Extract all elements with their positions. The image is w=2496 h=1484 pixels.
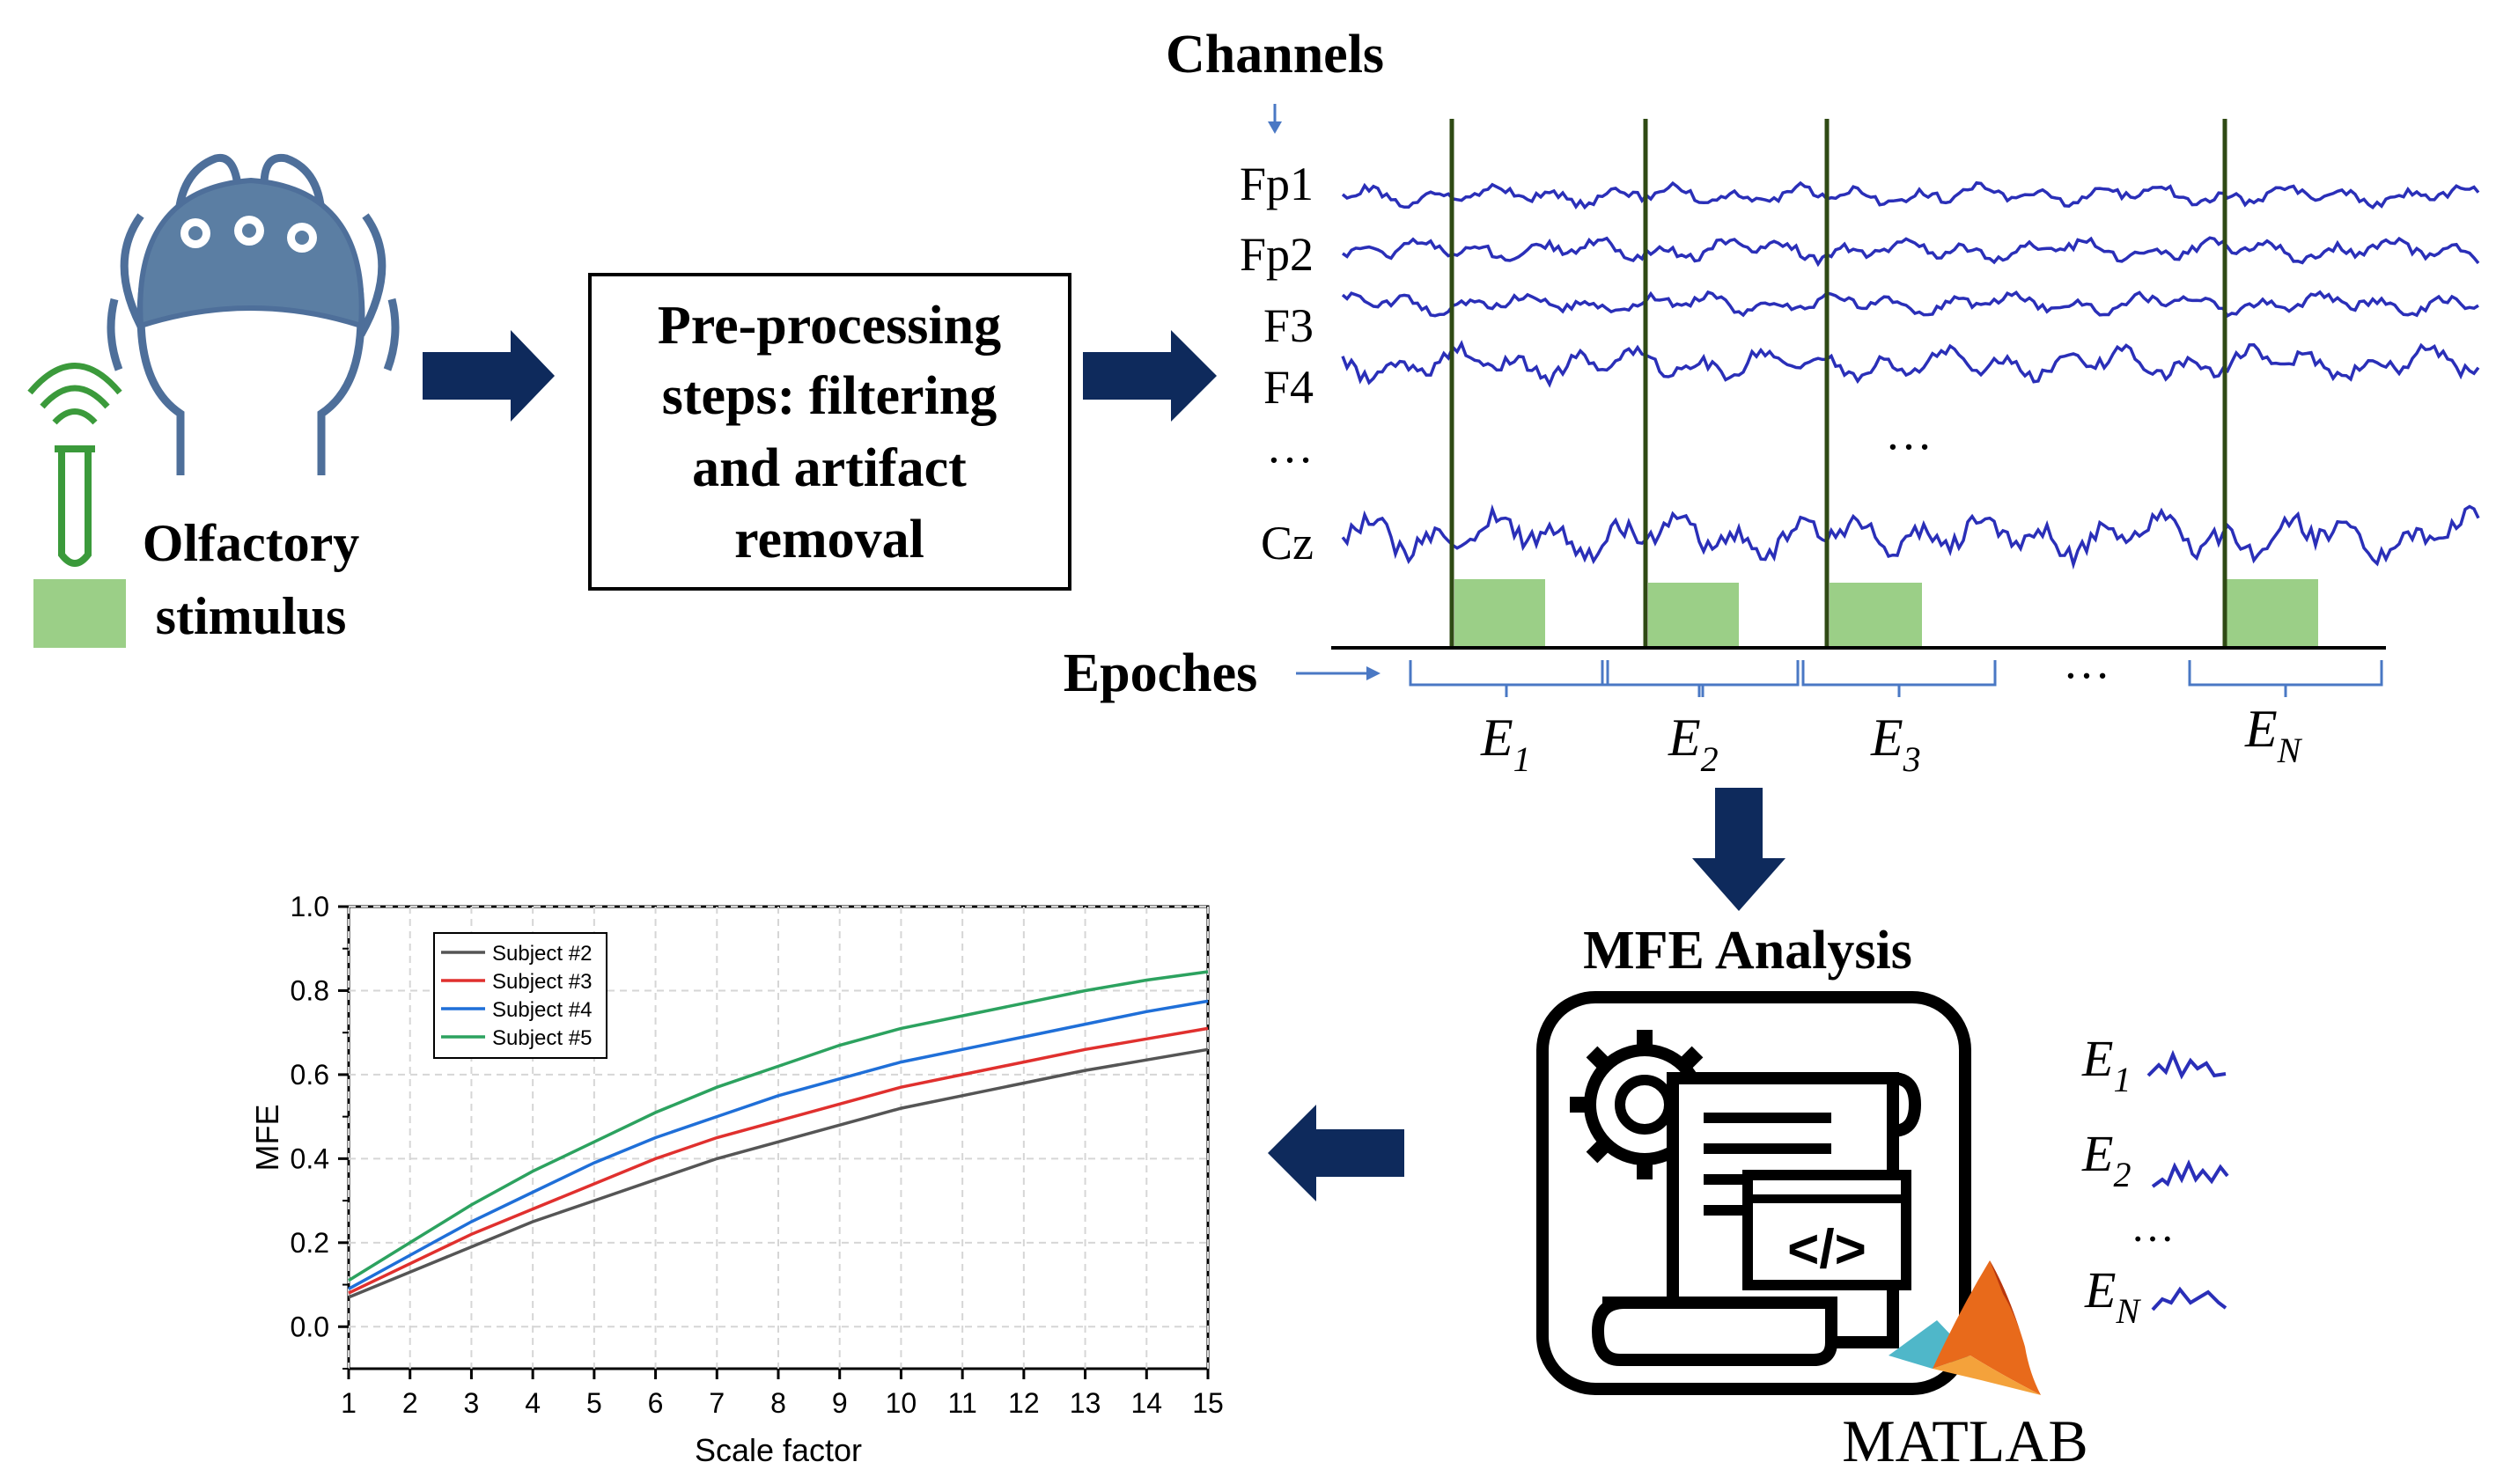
x-tick-label: 6 <box>648 1387 664 1419</box>
arrow-right-icon <box>423 330 555 422</box>
stimulus-block <box>1830 583 1922 648</box>
epoch-list-label: EN <box>2084 1261 2141 1331</box>
mini-eeg-wave <box>2146 1049 2227 1080</box>
epoch-bracket <box>1606 660 1800 697</box>
stimulus-label-line2: stimulus <box>156 587 347 645</box>
x-tick-label: 7 <box>709 1387 725 1419</box>
preprocessing-line: steps: filtering <box>662 366 998 426</box>
x-tick-label: 4 <box>525 1387 541 1419</box>
x-tick-label: 14 <box>1130 1387 1162 1419</box>
stimulus-block <box>1454 579 1545 648</box>
series-line <box>348 1047 1209 1299</box>
preprocessing-text: Pre-processing steps: filtering and arti… <box>658 296 1001 569</box>
epoch-label: E1 <box>1480 709 1531 779</box>
preprocessing-line: and artifact <box>692 438 967 498</box>
channel-label: Fp2 <box>1240 228 1314 281</box>
stimulus-block <box>2226 579 2318 648</box>
svg-text:</>: </> <box>1787 1219 1866 1280</box>
mini-eeg-wave <box>2151 1286 2227 1311</box>
arrow-left-icon <box>1268 1105 1404 1201</box>
stimulus-block <box>1648 583 1739 648</box>
arrow-right-icon <box>1083 330 1217 422</box>
x-tick-label: 2 <box>402 1387 418 1419</box>
channels-pointer-arrow <box>1268 104 1282 134</box>
legend-entry: Subject #2 <box>492 942 592 966</box>
eeg-trace <box>1341 236 2480 268</box>
epochs-pointer-arrow <box>1296 666 1381 680</box>
y-tick-label: 0.8 <box>291 974 329 1006</box>
matlab-logo-icon <box>1889 1260 2041 1395</box>
preprocessing-box <box>588 273 1071 591</box>
middle-ellipsis: … <box>1885 407 1933 459</box>
eeg-traces <box>1341 180 2480 570</box>
y-axis-label: MFE <box>249 1105 285 1172</box>
x-tick-label: 12 <box>1008 1387 1040 1419</box>
epoch-label: E3 <box>1870 709 1921 779</box>
channel-label: Fp1 <box>1240 158 1314 210</box>
mini-eeg-wave <box>2151 1159 2229 1188</box>
epoch-bracket <box>2188 660 2383 697</box>
y-tick-label: 0.4 <box>291 1142 329 1174</box>
test-tube-icon <box>27 363 122 567</box>
channel-label: F4 <box>1263 361 1314 414</box>
epoch-labels: E1 E2 E3 EN <box>1480 700 2303 779</box>
x-tick-label: 3 <box>464 1387 480 1419</box>
epoch-ellipsis: … <box>2063 635 2110 688</box>
y-tick-label: 0.0 <box>291 1311 329 1342</box>
eeg-trace <box>1341 340 2480 388</box>
x-tick-label: 13 <box>1070 1387 1101 1419</box>
x-tick-label: 9 <box>832 1387 848 1419</box>
channel-label: … <box>1266 420 1314 473</box>
epoch-bracket <box>1801 660 1997 697</box>
channels-title: Channels <box>1166 25 1384 84</box>
legend-entry: Subject #4 <box>492 998 592 1022</box>
x-tick-label: 10 <box>886 1387 917 1419</box>
stimulus-label-line1: Olfactory <box>143 514 360 572</box>
epoch-list-label: E1 <box>2081 1030 2131 1099</box>
epoch-markers <box>1449 119 2227 648</box>
head-with-eeg-cap-icon <box>107 153 400 475</box>
y-tick-label: 1.0 <box>291 891 329 922</box>
stimulus-block-legend <box>33 579 126 648</box>
epoch-brackets <box>1409 660 2383 697</box>
legend-entry: Subject #3 <box>492 970 592 994</box>
y-tick-label: 0.6 <box>291 1059 329 1091</box>
x-tick-label: 1 <box>341 1387 357 1419</box>
arrow-down-icon <box>1692 788 1785 911</box>
x-axis-label: Scale factor <box>695 1432 862 1468</box>
x-tick-label: 15 <box>1192 1387 1224 1419</box>
code-document-icon: </> <box>1536 991 1971 1395</box>
legend-entry: Subject #5 <box>492 1026 592 1050</box>
eeg-trace <box>1341 290 2479 319</box>
epoch-list-ellipsis: … <box>2131 1201 2175 1251</box>
epoch-list: E1 E2 EN <box>2081 1030 2141 1331</box>
mini-eeg-waves <box>2146 1049 2229 1311</box>
series-line <box>348 1026 1209 1295</box>
eeg-trace <box>1341 180 2480 210</box>
epoch-label: EN <box>2244 700 2303 770</box>
series-line <box>348 970 1209 1282</box>
x-tick-label: 8 <box>770 1387 786 1419</box>
matlab-label: MATLAB <box>1842 1407 2088 1474</box>
channel-label: Cz <box>1261 517 1314 569</box>
preprocessing-line: Pre-processing <box>658 296 1001 356</box>
channel-labels: Fp1 Fp2 F3 F4 … Cz <box>1240 158 1314 569</box>
epoch-bracket <box>1409 660 1604 697</box>
x-tick-label: 5 <box>586 1387 602 1419</box>
x-tick-label: 11 <box>948 1387 977 1419</box>
epochs-label: Epoches <box>1064 643 1257 703</box>
preprocessing-line: removal <box>734 510 924 569</box>
eeg-trace <box>1341 503 2480 570</box>
y-tick-label: 0.2 <box>291 1227 329 1259</box>
series-line <box>348 999 1209 1290</box>
epoch-list-label: E2 <box>2081 1125 2131 1194</box>
channel-label: F3 <box>1263 299 1314 352</box>
mfe-title: MFE Analysis <box>1583 921 1912 981</box>
epoch-label: E2 <box>1668 709 1719 779</box>
